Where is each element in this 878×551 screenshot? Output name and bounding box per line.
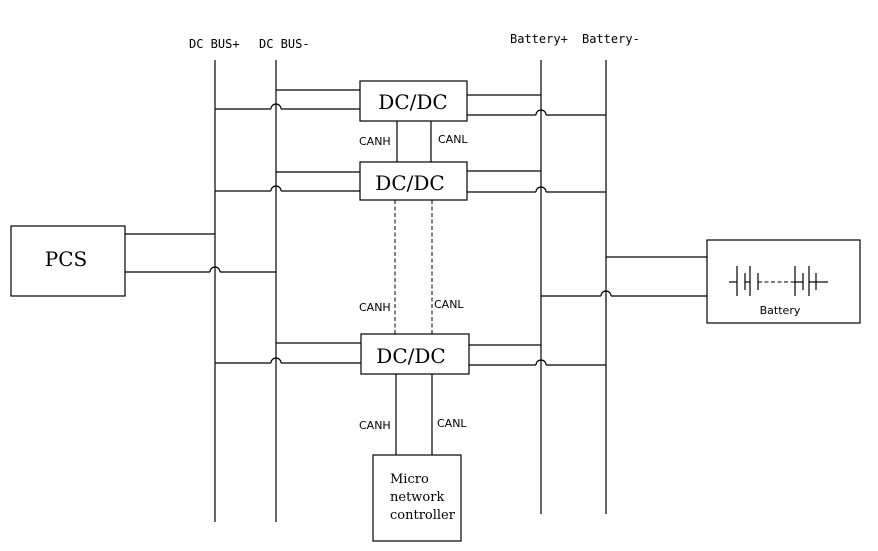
battery-cells-icon	[729, 266, 828, 296]
pcs-wiring	[125, 233, 276, 273]
canh-label-3: CANH	[359, 419, 391, 432]
controller-label-line-1: Micro	[390, 472, 429, 487]
dc-bus-plus-label: DC BUS+	[189, 37, 240, 51]
dcdc-converter-3	[360, 333, 470, 375]
battery-label: Battery	[760, 304, 801, 317]
dcdc-converter-1	[359, 80, 468, 122]
pcs-label: PCS	[45, 247, 87, 271]
dcdc-converter-2-label: DC/DC	[375, 171, 444, 195]
pcs-block	[10, 225, 126, 297]
battery-minus-label: Battery-	[582, 32, 640, 46]
dcdc-converter-1-wiring	[215, 89, 606, 116]
canl-label-3: CANL	[437, 417, 467, 430]
battery-plus-label: Battery+	[510, 32, 568, 46]
canl-label-2: CANL	[434, 298, 464, 311]
dc-bus-minus-label: DC BUS-	[259, 37, 310, 51]
dcdc-converter-2-wiring	[215, 170, 606, 193]
dcdc-converter-2	[359, 161, 468, 201]
dcdc-converter-3-label: DC/DC	[376, 344, 445, 368]
dcdc-converter-3-wiring	[215, 342, 606, 366]
battery-wiring	[541, 256, 707, 297]
canl-label-1: CANL	[438, 133, 468, 146]
canh-label-2: CANH	[359, 301, 391, 314]
controller-label-line-2: network	[390, 490, 444, 505]
canh-label-1: CANH	[359, 135, 391, 148]
controller-label-line-3: controller	[390, 508, 456, 523]
micro-network-controller	[372, 454, 462, 542]
dcdc-converter-1-label: DC/DC	[378, 90, 447, 114]
